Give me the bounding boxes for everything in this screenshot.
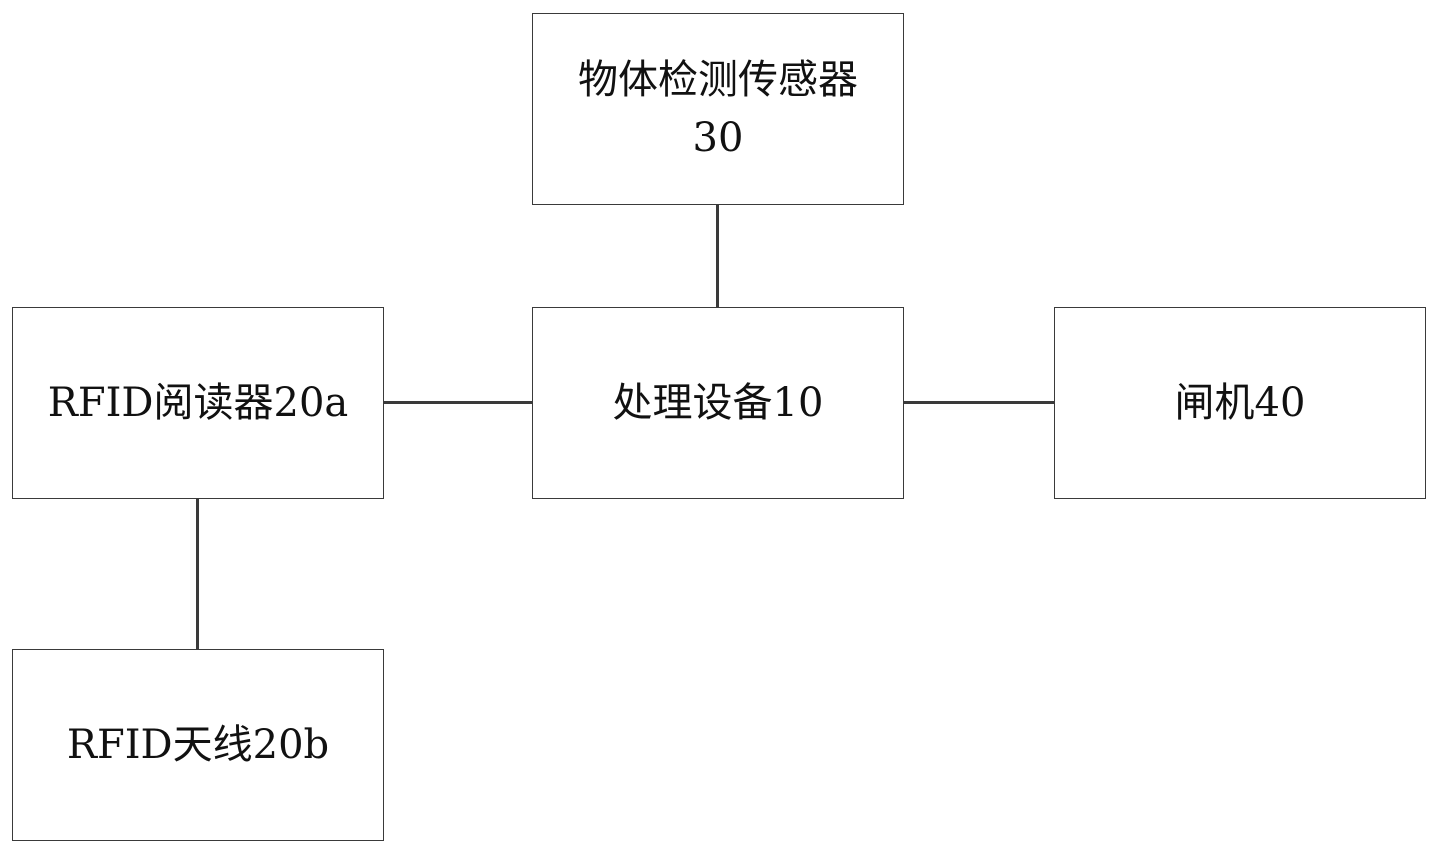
object-detection-sensor-block: 物体检测传感器 30 <box>532 13 904 205</box>
object-detection-sensor-name: 物体检测传感器 <box>578 57 858 103</box>
rfid-antenna-block: RFID天线20b <box>12 649 384 841</box>
connector-reader-to-antenna <box>196 498 199 650</box>
gate-block: 闸机40 <box>1054 307 1426 499</box>
connector-reader-to-processing <box>383 401 533 404</box>
object-detection-sensor-number: 30 <box>692 115 744 161</box>
connector-sensor-to-processing <box>716 204 719 308</box>
rfid-reader-label: RFID阅读器20a <box>47 380 349 426</box>
rfid-antenna-label: RFID天线20b <box>66 722 330 768</box>
rfid-reader-block: RFID阅读器20a <box>12 307 384 499</box>
gate-label: 闸机40 <box>1174 380 1306 426</box>
connector-processing-to-gate <box>903 401 1055 404</box>
processing-device-block: 处理设备10 <box>532 307 904 499</box>
processing-device-label: 处理设备10 <box>612 380 824 426</box>
